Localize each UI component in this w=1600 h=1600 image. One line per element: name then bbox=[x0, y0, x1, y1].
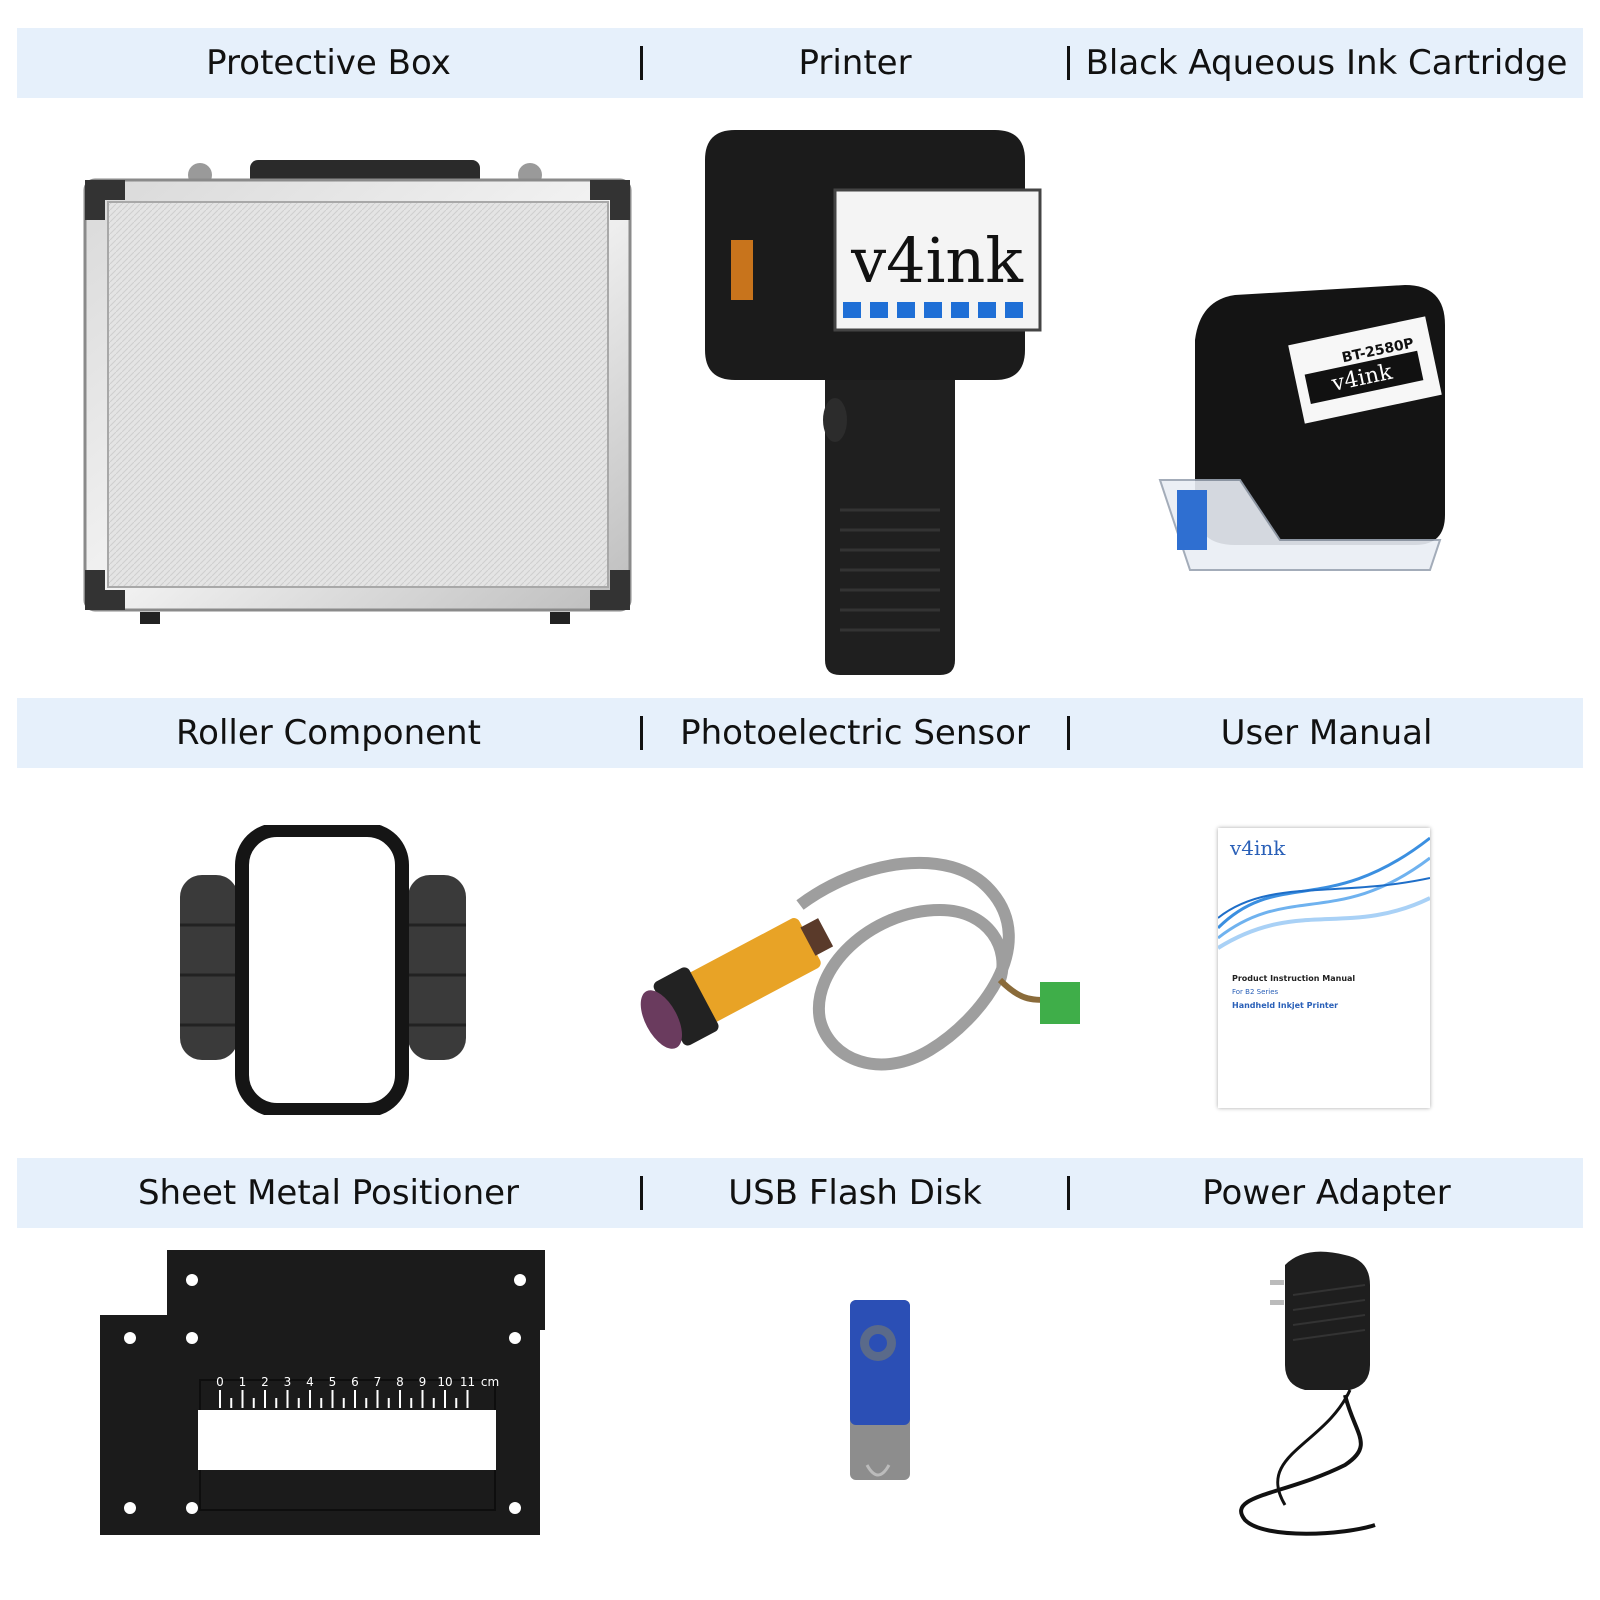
roller-component-image bbox=[180, 825, 470, 1115]
ruler-label: 8 bbox=[396, 1375, 404, 1389]
row-1-header: Protective Box Printer Black Aqueous Ink… bbox=[17, 28, 1583, 98]
label-protective-box: Protective Box bbox=[206, 43, 451, 83]
separator bbox=[1067, 46, 1070, 80]
manual-brand: v4ink bbox=[1230, 836, 1286, 860]
label-roller-component: Roller Component bbox=[176, 713, 481, 753]
ruler-label: 4 bbox=[306, 1375, 314, 1389]
label-printer: Printer bbox=[798, 43, 912, 83]
wall-adapter-icon bbox=[1239, 1251, 1376, 1536]
ruler-label: 0 bbox=[216, 1375, 224, 1389]
ruler-label: 6 bbox=[351, 1375, 359, 1389]
label-user-manual: User Manual bbox=[1220, 713, 1433, 753]
ruler-label: 9 bbox=[419, 1375, 427, 1389]
manual-product: Handheld Inkjet Printer bbox=[1232, 1001, 1339, 1010]
handheld-printer-icon: v4ink bbox=[705, 130, 1042, 675]
ruler-label: 10 bbox=[437, 1375, 452, 1389]
label-ink-cartridge: Black Aqueous Ink Cartridge bbox=[1085, 43, 1568, 83]
ruler-label: 5 bbox=[329, 1375, 337, 1389]
separator bbox=[640, 1176, 643, 1210]
manual-booklet: v4ink Product Instruction Manual For B2 … bbox=[1218, 828, 1430, 1108]
ruler-label: 7 bbox=[374, 1375, 382, 1389]
ruler-label: 11 bbox=[460, 1375, 475, 1389]
power-adapter-image bbox=[1225, 1245, 1405, 1545]
label-usb-flash-disk: USB Flash Disk bbox=[728, 1173, 982, 1213]
ruler-label: 3 bbox=[284, 1375, 292, 1389]
aluminum-case-icon bbox=[83, 160, 632, 624]
printer-image: v4ink bbox=[705, 130, 1065, 680]
ruler-label: 2 bbox=[261, 1375, 269, 1389]
label-photoelectric-sensor: Photoelectric Sensor bbox=[680, 713, 1030, 753]
roller-frame-icon bbox=[180, 825, 466, 1115]
ink-cartridge-icon: BT-2580P v4ink bbox=[1158, 285, 1445, 571]
wave-graphic-icon bbox=[1218, 836, 1430, 950]
separator bbox=[640, 46, 643, 80]
ruler-label: 1 bbox=[239, 1375, 247, 1389]
label-power-adapter: Power Adapter bbox=[1202, 1173, 1451, 1213]
row-3-header: Sheet Metal Positioner USB Flash Disk Po… bbox=[17, 1158, 1583, 1228]
manual-series: For B2 Series bbox=[1232, 988, 1279, 996]
separator bbox=[1067, 1176, 1070, 1210]
usb-drive-icon bbox=[850, 1300, 910, 1480]
photoelectric-sensor-icon bbox=[640, 856, 1080, 1071]
manual-title: Product Instruction Manual bbox=[1232, 974, 1356, 983]
printer-brand: v4ink bbox=[850, 224, 1023, 297]
usb-flash-disk-image bbox=[845, 1295, 915, 1490]
separator bbox=[1067, 716, 1070, 750]
row-2-header: Roller Component Photoelectric Sensor Us… bbox=[17, 698, 1583, 768]
label-sheet-metal-positioner: Sheet Metal Positioner bbox=[137, 1173, 520, 1213]
user-manual-image: v4ink Product Instruction Manual For B2 … bbox=[1218, 828, 1430, 1108]
protective-box-image bbox=[80, 150, 640, 640]
separator bbox=[640, 716, 643, 750]
photoelectric-sensor-image bbox=[630, 850, 1090, 1090]
ruler-label: cm bbox=[481, 1375, 499, 1389]
ink-cartridge-image: BT-2580P v4ink bbox=[1155, 280, 1455, 590]
